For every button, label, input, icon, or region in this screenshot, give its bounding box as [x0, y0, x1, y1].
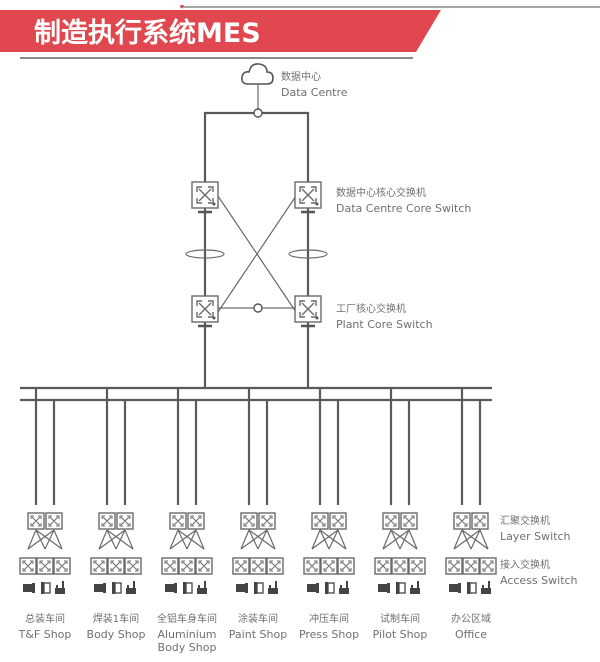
- access-switch-icon: [337, 557, 355, 575]
- shop-name-en: Body Shop: [158, 641, 217, 654]
- robot-icon: [126, 581, 136, 594]
- access-switch-icon: [53, 557, 71, 575]
- layer-switch-icon: [329, 512, 347, 530]
- access-switch-icon: [124, 557, 142, 575]
- shop-column: 冲压车间 Press Shop: [299, 388, 359, 641]
- shop-name-cn: 焊装1车间: [93, 612, 139, 625]
- layer-switch-icon: [453, 512, 471, 530]
- camera-icon: [94, 583, 106, 593]
- robot-icon: [197, 581, 207, 594]
- core-network: 数据中心核心交换机 Data Centre Core Switch 工厂核心交换…: [185, 108, 471, 388]
- shop-name-en: Press Shop: [299, 628, 359, 641]
- shop-name-en: Aluminium: [157, 628, 216, 641]
- access-switch-icon: [178, 557, 196, 575]
- terminal-icon: [325, 582, 335, 594]
- layer-switch-icon: [187, 512, 205, 530]
- core-switch-en: Data Centre Core Switch: [336, 202, 471, 215]
- camera-icon: [449, 583, 461, 593]
- layer-switch-icon: [169, 512, 187, 530]
- core-switch-left-icon: [190, 180, 220, 214]
- camera-icon: [307, 583, 319, 593]
- camera-icon: [236, 583, 248, 593]
- layer-switch-icon: [258, 512, 276, 530]
- robot-icon: [481, 581, 491, 594]
- header-banner: 制造执行系统MES: [0, 5, 600, 59]
- access-switch-icon: [320, 557, 338, 575]
- robot-icon: [410, 581, 420, 594]
- camera-icon: [165, 583, 177, 593]
- shop-column: 办公区域 Office: [445, 388, 497, 641]
- access-switch-icon: [374, 557, 392, 575]
- shop-name-cn: 总装车间: [25, 612, 65, 625]
- layer-switch-icon: [471, 512, 489, 530]
- camera-icon: [23, 583, 35, 593]
- layer-switch-icon: [311, 512, 329, 530]
- layer-switch-icon: [98, 512, 116, 530]
- layer-switch-cn: 汇聚交换机: [500, 514, 550, 527]
- access-switch-icon: [391, 557, 409, 575]
- access-switch-icon: [36, 557, 54, 575]
- shop-name-cn: 涂装车间: [238, 612, 278, 625]
- access-switch-icon: [232, 557, 250, 575]
- data-centre-en: Data Centre: [281, 86, 348, 99]
- data-centre-node: 数据中心 Data Centre: [241, 63, 348, 110]
- access-switch-icon: [479, 557, 497, 575]
- robot-icon: [268, 581, 278, 594]
- shop-name-en: Pilot Shop: [373, 628, 428, 641]
- access-switch-icon: [408, 557, 426, 575]
- cloud-icon: [241, 63, 274, 85]
- access-switch-icon: [90, 557, 108, 575]
- access-switch-icon: [445, 557, 463, 575]
- access-switch-cn: 接入交换机: [500, 558, 550, 571]
- access-switch-icon: [19, 557, 37, 575]
- terminal-icon: [183, 582, 193, 594]
- shop-name-en: T&F Shop: [18, 628, 72, 641]
- layer-switch-icon: [27, 512, 45, 530]
- page-title: 制造执行系统MES: [34, 17, 261, 49]
- shop-name-cn: 全铝车身车间: [157, 612, 217, 625]
- core-switch-cn: 数据中心核心交换机: [336, 186, 426, 199]
- layer-switch-icon: [45, 512, 63, 530]
- shop-column: 试制车间 Pilot Shop: [373, 388, 428, 641]
- access-switch-icon: [266, 557, 284, 575]
- plant-switch-en: Plant Core Switch: [336, 318, 433, 331]
- shop-name-en: Body Shop: [87, 628, 146, 641]
- terminal-icon: [112, 582, 122, 594]
- shop-name-en: Office: [455, 628, 487, 641]
- terminal-icon: [41, 582, 51, 594]
- access-switch-icon: [462, 557, 480, 575]
- shop-name-en: Paint Shop: [229, 628, 287, 641]
- robot-icon: [339, 581, 349, 594]
- shop-column: 总装车间 T&F Shop: [18, 388, 72, 641]
- access-switch-icon: [107, 557, 125, 575]
- shop-column: 涂装车间 Paint Shop: [229, 388, 287, 641]
- shop-name-cn: 冲压车间: [309, 612, 349, 625]
- plant-switch-cn: 工厂核心交换机: [336, 302, 406, 315]
- access-switch-icon: [195, 557, 213, 575]
- shop-name-cn: 办公区域: [451, 612, 491, 625]
- camera-icon: [378, 583, 390, 593]
- shops-group: 总装车间 T&F Shop 焊装1车间 Body Shop 全铝车身车间 Aluminiu…: [18, 388, 497, 654]
- layer-switch-icon: [400, 512, 418, 530]
- access-switch-icon: [249, 557, 267, 575]
- layer-switch-en: Layer Switch: [500, 530, 571, 543]
- shop-column: 焊装1车间 Body Shop: [87, 388, 146, 641]
- terminal-icon: [467, 582, 477, 594]
- terminal-icon: [254, 582, 264, 594]
- robot-icon: [55, 581, 65, 594]
- layer-switch-icon: [240, 512, 258, 530]
- access-switch-icon: [303, 557, 321, 575]
- terminal-icon: [396, 582, 406, 594]
- core-switch-right-icon: [293, 180, 323, 214]
- shop-name-cn: 试制车间: [380, 612, 420, 625]
- access-switch-icon: [161, 557, 179, 575]
- layer-switch-icon: [382, 512, 400, 530]
- plant-switch-left-icon: [190, 294, 220, 328]
- layer-switch-icon: [116, 512, 134, 530]
- data-centre-cn: 数据中心: [281, 70, 321, 83]
- access-switch-en: Access Switch: [500, 574, 578, 587]
- plant-switch-right-icon: [293, 294, 323, 328]
